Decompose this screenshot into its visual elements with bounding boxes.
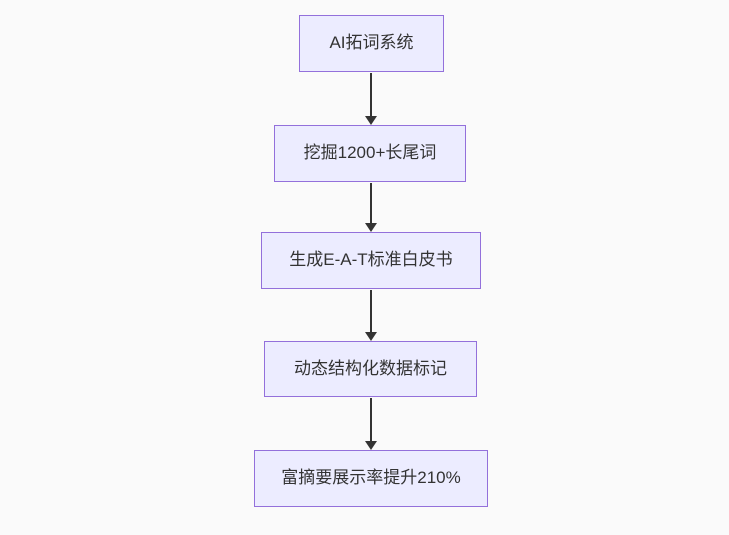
node-label: 富摘要展示率提升210% [281,468,461,488]
arrow-shaft [370,290,372,332]
flow-arrow [365,398,377,450]
flow-arrow [365,73,377,125]
node-label: 挖掘1200+长尾词 [303,143,437,163]
node-label: 生成E-A-T标准白皮书 [289,250,453,270]
arrow-shaft [370,73,372,116]
arrow-shaft [370,398,372,441]
arrow-head-down-icon [365,116,377,125]
flowchart-node-eat-whitepaper: 生成E-A-T标准白皮书 [261,232,481,289]
flowchart-node-longtail-keywords: 挖掘1200+长尾词 [274,125,466,182]
flowchart-node-ai-word-system: AI拓词系统 [299,15,444,72]
node-label: AI拓词系统 [329,33,414,53]
flow-arrow [365,183,377,232]
flow-arrow [365,290,377,341]
arrow-head-down-icon [365,332,377,341]
arrow-head-down-icon [365,441,377,450]
flowchart-node-structured-data-markup: 动态结构化数据标记 [264,341,477,397]
node-label: 动态结构化数据标记 [294,358,447,378]
flowchart-node-rich-snippet-rate: 富摘要展示率提升210% [254,450,488,507]
arrow-shaft [370,183,372,223]
arrow-head-down-icon [365,223,377,232]
